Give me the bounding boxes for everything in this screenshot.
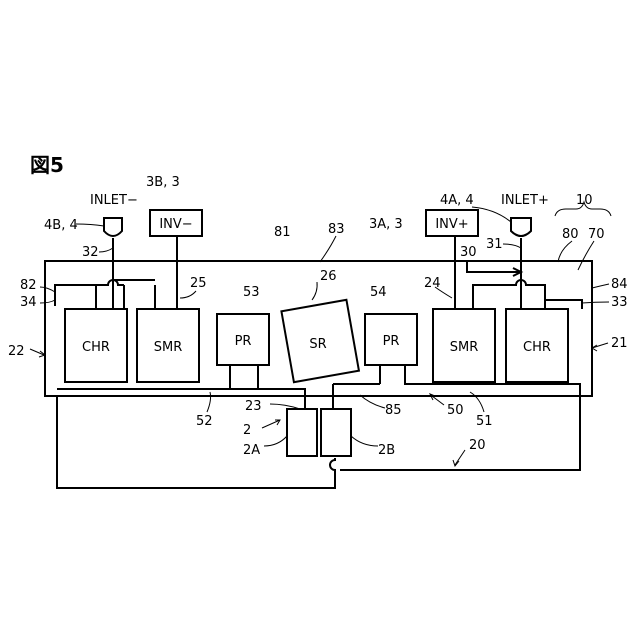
leader-33	[582, 302, 609, 303]
leader-80	[558, 241, 572, 262]
smr-left-label: SMR	[154, 340, 183, 355]
label-25: 25	[190, 276, 207, 291]
pr-right-label: PR	[383, 334, 400, 349]
inv-minus-label: INV−	[159, 217, 192, 232]
wire-33	[473, 280, 582, 309]
label-33: 33	[611, 295, 628, 310]
leader-32	[99, 248, 113, 252]
label-34: 34	[20, 295, 37, 310]
label-81: 81	[274, 225, 291, 240]
leader-82	[40, 287, 55, 292]
leader-21	[592, 343, 608, 348]
inlet-plus-connector	[511, 218, 531, 236]
leader-50	[432, 396, 444, 405]
label-inlet-plus: INLET+	[501, 193, 549, 208]
label-50: 50	[447, 403, 464, 418]
label-24: 24	[424, 276, 441, 291]
label-82: 82	[20, 278, 37, 293]
label-32: 32	[82, 245, 99, 260]
label-4a: 4A, 4	[440, 193, 474, 208]
label-51: 51	[476, 414, 493, 429]
leader-2a	[264, 436, 287, 446]
leader-31	[503, 244, 521, 248]
leader-2b	[351, 436, 378, 446]
label-80: 80	[562, 227, 579, 242]
label-10: 10	[576, 193, 593, 208]
label-22: 22	[8, 344, 25, 359]
label-3b: 3B, 3	[146, 175, 180, 190]
label-26: 26	[320, 269, 337, 284]
label-inlet-minus: INLET−	[90, 193, 138, 208]
leader-34	[40, 300, 55, 303]
leader-83	[320, 236, 336, 262]
label-54: 54	[370, 285, 387, 300]
battery-cell-2a	[287, 409, 317, 456]
label-2: 2	[243, 423, 251, 438]
label-20: 20	[469, 438, 486, 453]
label-85: 85	[385, 403, 402, 418]
figure-title: 図5	[30, 153, 64, 177]
label-21: 21	[611, 336, 628, 351]
label-3a: 3A, 3	[369, 217, 403, 232]
label-30: 30	[460, 245, 477, 260]
label-23: 23	[245, 399, 262, 414]
leader-20	[455, 450, 465, 465]
leader-84	[592, 284, 609, 288]
inlet-minus-connector	[104, 218, 122, 236]
leader-4b	[76, 224, 104, 226]
chr-left-label: CHR	[82, 340, 110, 355]
label-84: 84	[611, 277, 628, 292]
label-31: 31	[486, 237, 503, 252]
inv-plus-label: INV+	[435, 217, 468, 232]
smr-right-label: SMR	[450, 340, 479, 355]
label-2a: 2A	[243, 443, 260, 458]
chr-right-label: CHR	[523, 340, 551, 355]
pr-left-label: PR	[235, 334, 252, 349]
label-53: 53	[243, 285, 260, 300]
leader-26	[312, 282, 317, 300]
leader-25	[180, 291, 196, 298]
label-70: 70	[588, 227, 605, 242]
wire-30	[467, 262, 519, 272]
label-4b: 4B, 4	[44, 218, 78, 233]
label-2b: 2B	[378, 443, 395, 458]
sr-label: SR	[309, 337, 326, 352]
label-83: 83	[328, 222, 345, 237]
label-52: 52	[196, 414, 213, 429]
battery-cell-2b	[321, 409, 351, 456]
